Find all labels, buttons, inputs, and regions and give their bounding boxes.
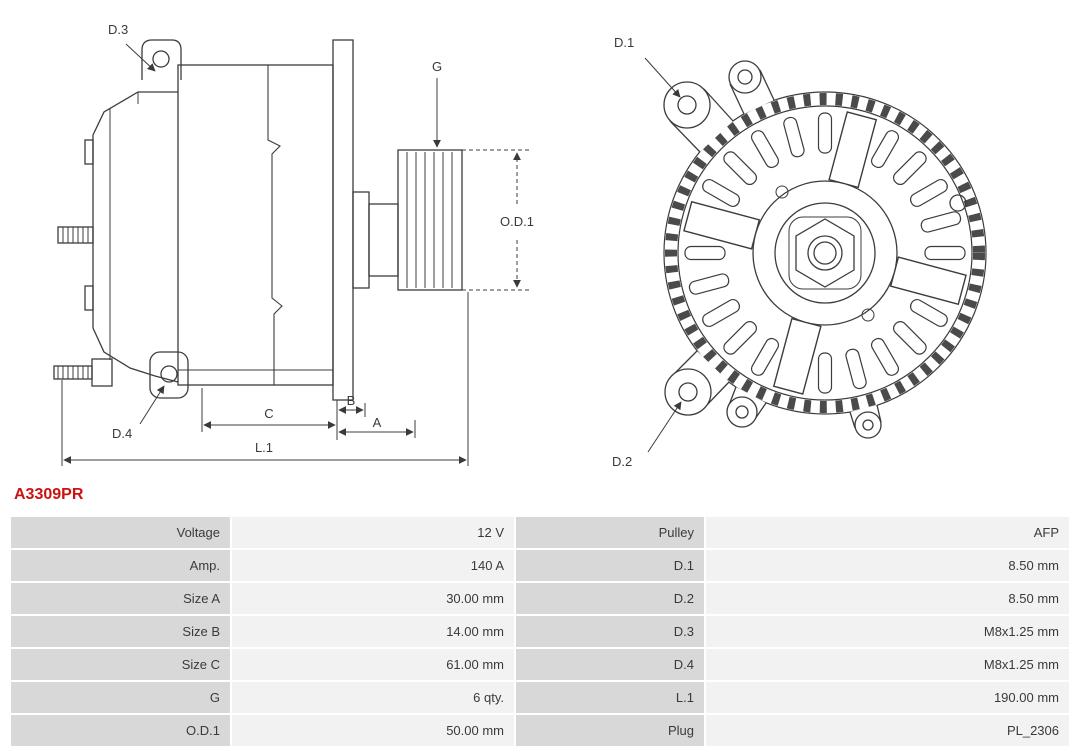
- connector-stud: [57, 226, 94, 244]
- alternator-side-view: [53, 39, 532, 466]
- extension-lines: [61, 292, 469, 466]
- shaft-nut: [795, 218, 855, 288]
- spec-value: 6 qty.: [232, 682, 514, 713]
- spec-label: Size A: [11, 583, 230, 614]
- bottom-right-boss: [849, 404, 882, 439]
- spec-value: 140 A: [232, 550, 514, 581]
- label-d1: D.1: [614, 35, 634, 50]
- spec-value: 30.00 mm: [232, 583, 514, 614]
- spec-value: AFP: [706, 517, 1069, 548]
- alternator-rear-view: [644, 57, 987, 453]
- arrow-d1: [644, 57, 681, 98]
- spec-label: L.1: [516, 682, 704, 713]
- alternator-technical-diagram: D.3 D.4 G O.D.1 C B A L.1: [53, 22, 987, 469]
- stator-body: [177, 64, 334, 386]
- spec-value: PL_2306: [706, 715, 1069, 746]
- spec-value: 12 V: [232, 517, 514, 548]
- label-l1: L.1: [255, 440, 273, 455]
- spec-value: 8.50 mm: [706, 550, 1069, 581]
- serration-ring: [665, 93, 985, 413]
- spec-label: Plug: [516, 715, 704, 746]
- fan-spokes: [683, 111, 967, 395]
- spec-value: 8.50 mm: [706, 583, 1069, 614]
- hub: [752, 180, 898, 326]
- spec-label: G: [11, 682, 230, 713]
- spec-label: Size C: [11, 649, 230, 680]
- part-number: A3309PR: [14, 486, 84, 503]
- label-d4: D.4: [112, 426, 132, 441]
- spec-label: D.3: [516, 616, 704, 647]
- terminal-stud: [53, 358, 113, 387]
- label-d3: D.3: [108, 22, 128, 37]
- spec-table: Voltage 12 V Pulley AFP Amp. 140 A D.1 8…: [11, 517, 1069, 746]
- spec-label: Amp.: [11, 550, 230, 581]
- pulley: [397, 149, 463, 291]
- bottom-boss: [726, 386, 767, 428]
- spec-label: D.1: [516, 550, 704, 581]
- spec-label: Pulley: [516, 517, 704, 548]
- dimension-lines: [63, 406, 467, 464]
- spec-value: 50.00 mm: [232, 715, 514, 746]
- spec-label: O.D.1: [11, 715, 230, 746]
- label-c: C: [264, 406, 273, 421]
- label-g: G: [432, 59, 442, 74]
- spec-value: 190.00 mm: [706, 682, 1069, 713]
- technical-drawing-area: D.3 D.4 G O.D.1 C B A L.1: [53, 22, 987, 469]
- front-bracket: [332, 39, 354, 401]
- arrow-d4: [139, 385, 165, 425]
- top-boss: [728, 60, 775, 115]
- arrow-d3: [125, 43, 156, 72]
- vent-slots: [684, 112, 966, 394]
- label-od1: O.D.1: [500, 214, 534, 229]
- spec-value: M8x1.25 mm: [706, 616, 1069, 647]
- label-d2: D.2: [612, 454, 632, 469]
- rear-cover-outline: [92, 91, 179, 383]
- dimension-od1: [462, 149, 532, 291]
- spec-label: Size B: [11, 616, 230, 647]
- label-a: A: [373, 415, 382, 430]
- spec-value: 61.00 mm: [232, 649, 514, 680]
- mounting-lug-d2: [664, 350, 730, 416]
- spec-label: D.4: [516, 649, 704, 680]
- spec-label: D.2: [516, 583, 704, 614]
- label-b: B: [347, 393, 356, 408]
- mounting-ear-d3: [141, 39, 182, 80]
- spec-value: M8x1.25 mm: [706, 649, 1069, 680]
- arrow-d2: [647, 401, 682, 453]
- screw-hole: [949, 194, 967, 212]
- spec-value: 14.00 mm: [232, 616, 514, 647]
- spec-label: Voltage: [11, 517, 230, 548]
- mounting-lug-d4: [149, 351, 189, 399]
